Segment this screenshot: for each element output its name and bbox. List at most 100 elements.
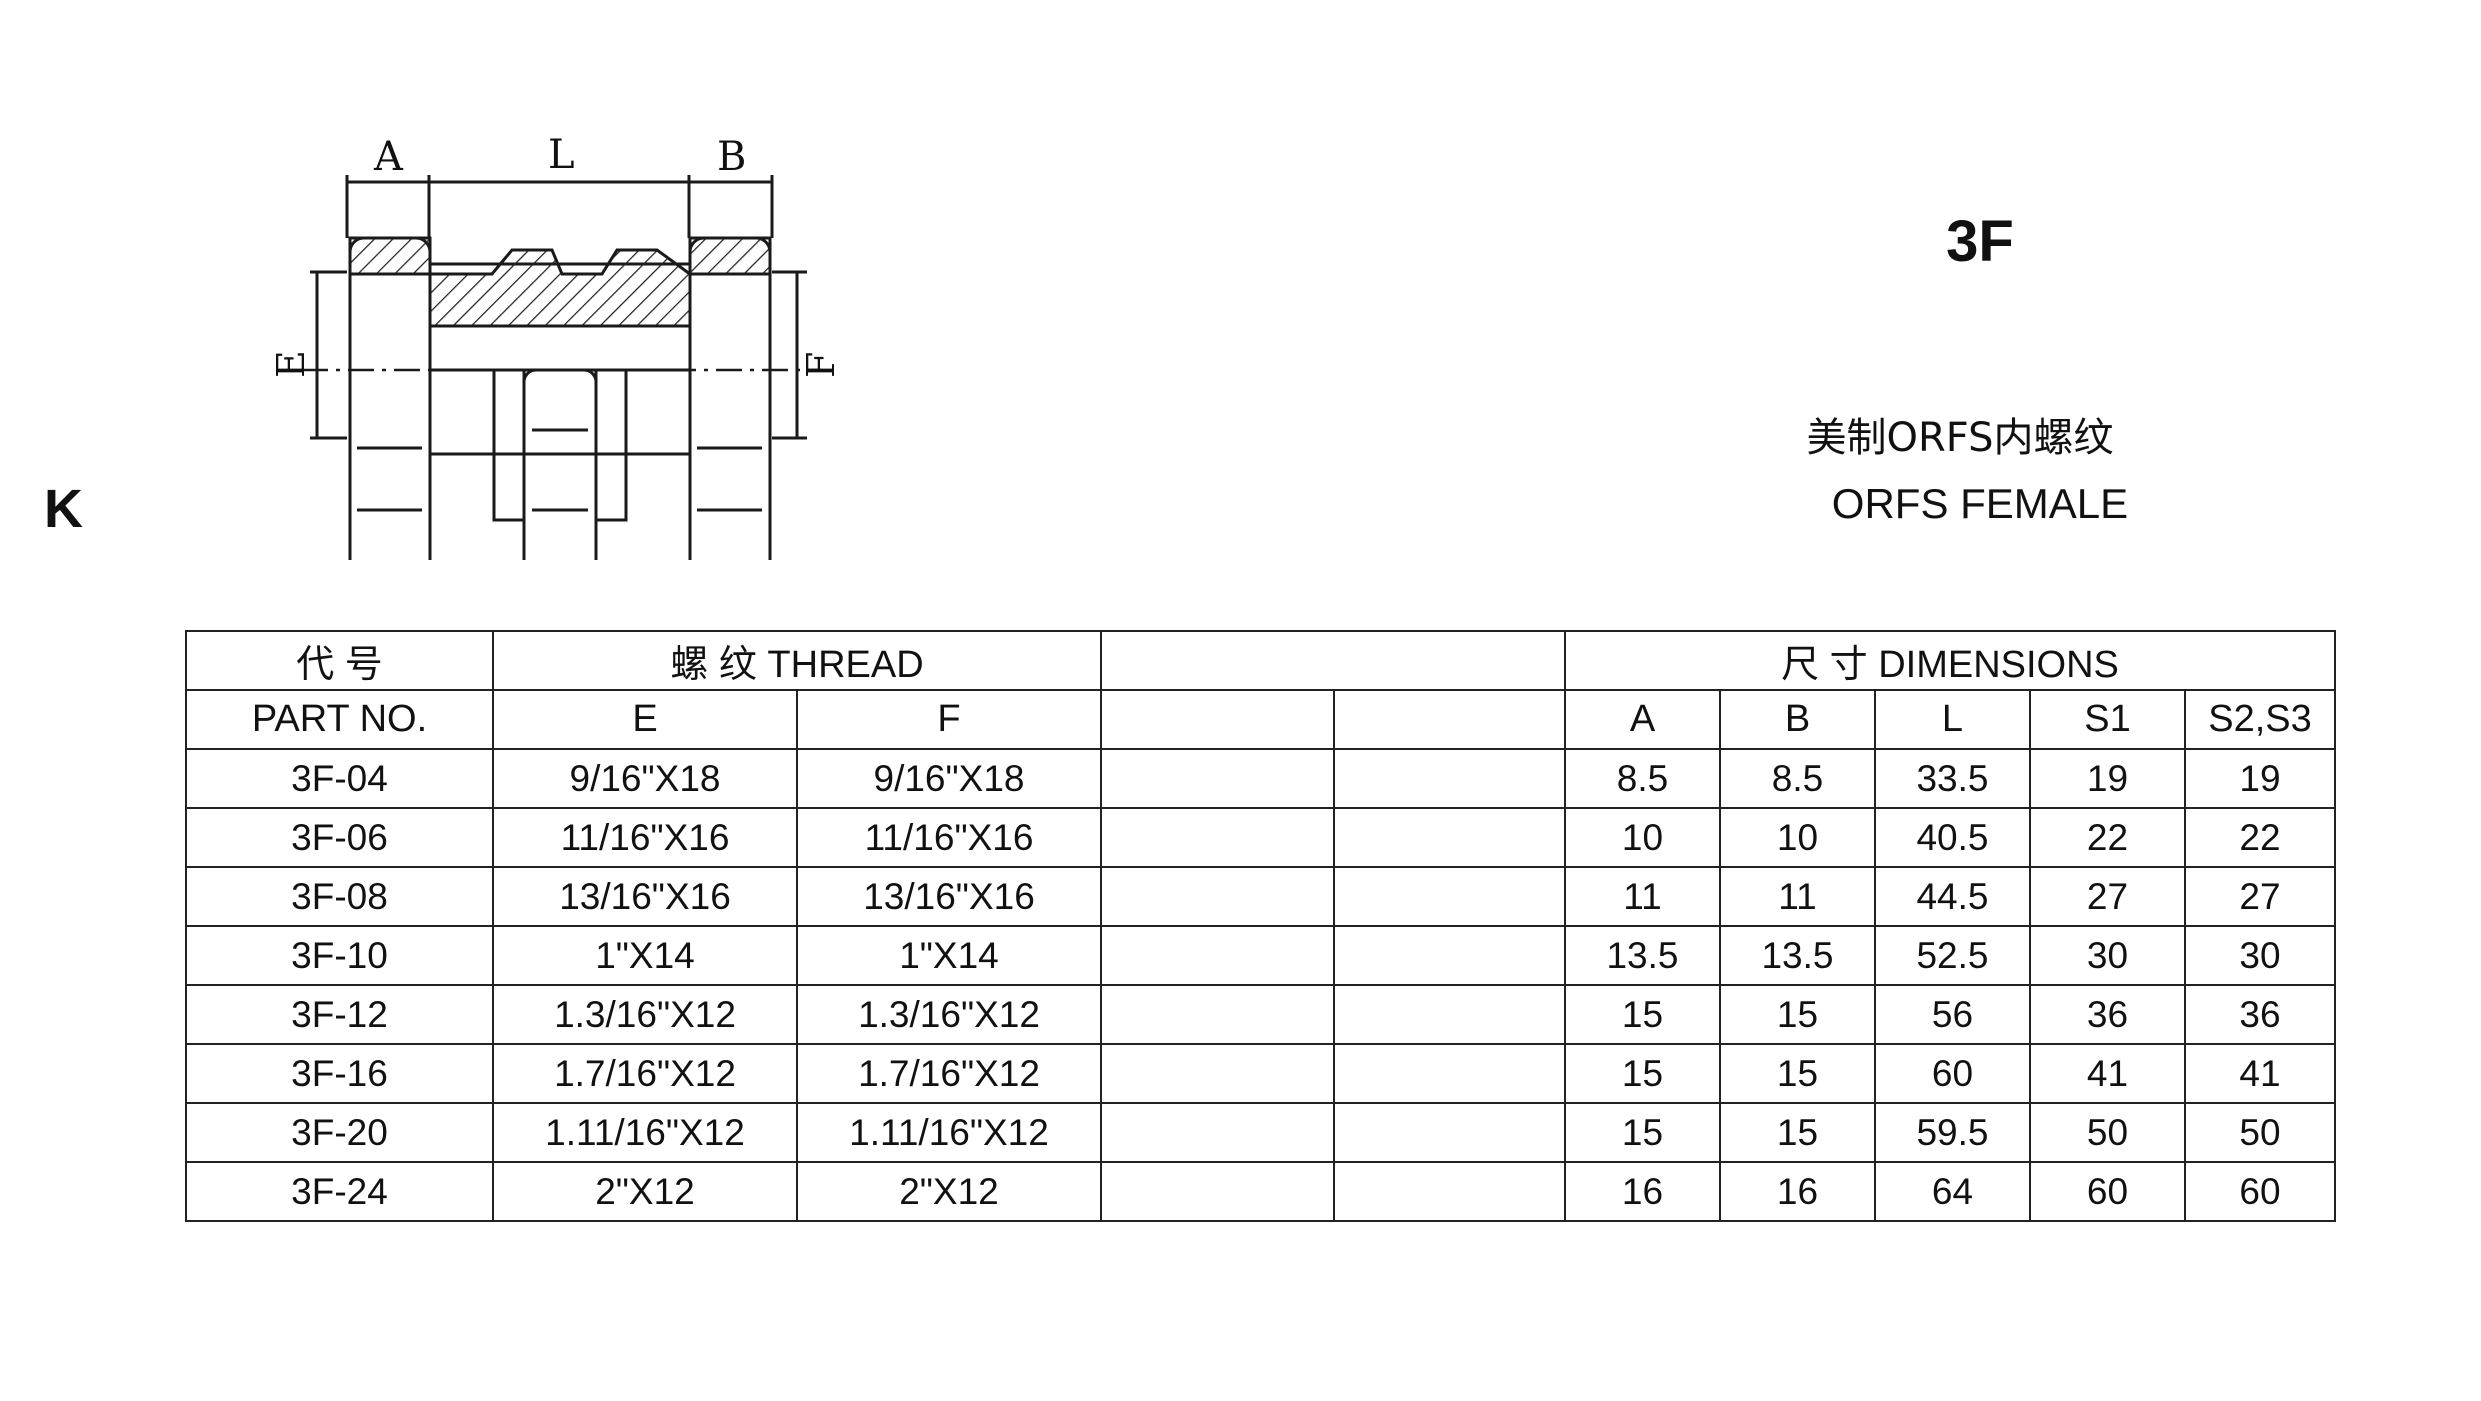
cell-thread-f: 1"X14 bbox=[796, 925, 1102, 986]
cell-blank-1 bbox=[1100, 748, 1335, 809]
col-header-a: A bbox=[1564, 689, 1721, 750]
cell-blank-2 bbox=[1333, 866, 1566, 927]
cell-thread-e: 1"X14 bbox=[492, 925, 798, 986]
cell-s2s3: 50 bbox=[2184, 1102, 2336, 1163]
cell-thread-e: 1.11/16"X12 bbox=[492, 1102, 798, 1163]
cell-thread-f: 9/16"X18 bbox=[796, 748, 1102, 809]
cell-part: 3F-06 bbox=[185, 807, 494, 868]
blank-header bbox=[1100, 630, 1566, 691]
cell-b: 10 bbox=[1719, 807, 1876, 868]
part-no-cn-header: 代 号 bbox=[185, 630, 494, 691]
thread-header: 螺 纹 THREAD bbox=[492, 630, 1102, 691]
cell-b: 11 bbox=[1719, 866, 1876, 927]
cell-a: 15 bbox=[1564, 984, 1721, 1045]
cell-l: 56 bbox=[1874, 984, 2031, 1045]
cell-a: 8.5 bbox=[1564, 748, 1721, 809]
specification-table: 代 号 螺 纹 THREAD 尺 寸 DIMENSIONS PART NO. E… bbox=[185, 630, 2336, 1222]
cell-blank-2 bbox=[1333, 984, 1566, 1045]
cell-s2s3: 30 bbox=[2184, 925, 2336, 986]
cell-l: 40.5 bbox=[1874, 807, 2031, 868]
cell-blank-1 bbox=[1100, 807, 1335, 868]
cell-s2s3: 27 bbox=[2184, 866, 2336, 927]
cell-blank-2 bbox=[1333, 807, 1566, 868]
col-header-e: E bbox=[492, 689, 798, 750]
model-code-title: 3F bbox=[1946, 209, 2014, 274]
cell-thread-e: 1.3/16"X12 bbox=[492, 984, 798, 1045]
cell-part: 3F-04 bbox=[185, 748, 494, 809]
cell-a: 15 bbox=[1564, 1102, 1721, 1163]
cell-part: 3F-16 bbox=[185, 1043, 494, 1104]
cell-part: 3F-10 bbox=[185, 925, 494, 986]
col-header-s1: S1 bbox=[2029, 689, 2186, 750]
cell-b: 16 bbox=[1719, 1161, 1876, 1222]
cell-blank-1 bbox=[1100, 984, 1335, 1045]
title-english: ORFS FEMALE bbox=[1831, 480, 2129, 527]
title-chinese: 美制ORFS内螺纹 bbox=[1806, 415, 2114, 461]
dimensions-header: 尺 寸 DIMENSIONS bbox=[1564, 630, 2336, 691]
cell-b: 13.5 bbox=[1719, 925, 1876, 986]
cell-a: 13.5 bbox=[1564, 925, 1721, 986]
dim-label-e: E bbox=[269, 350, 313, 378]
cell-blank-2 bbox=[1333, 1102, 1566, 1163]
cell-blank-1 bbox=[1100, 1102, 1335, 1163]
cell-blank-2 bbox=[1333, 925, 1566, 986]
dim-label-l: L bbox=[548, 132, 575, 178]
part-no-en-header: PART NO. bbox=[185, 689, 494, 750]
cell-thread-f: 11/16"X16 bbox=[796, 807, 1102, 868]
header-row-1: 代 号 螺 纹 THREAD 尺 寸 DIMENSIONS bbox=[185, 630, 2336, 691]
cell-blank-1 bbox=[1100, 1043, 1335, 1104]
cell-blank-2 bbox=[1333, 1161, 1566, 1222]
col-header-s2s3: S2,S3 bbox=[2184, 689, 2336, 750]
cell-a: 11 bbox=[1564, 866, 1721, 927]
header-row-2: PART NO. E F A B L S1 S2,S3 bbox=[185, 689, 2336, 750]
cell-thread-e: 13/16"X16 bbox=[492, 866, 798, 927]
cell-s2s3: 60 bbox=[2184, 1161, 2336, 1222]
cell-thread-e: 1.7/16"X12 bbox=[492, 1043, 798, 1104]
cell-s1: 60 bbox=[2029, 1161, 2186, 1222]
cell-l: 64 bbox=[1874, 1161, 2031, 1222]
cell-s1: 50 bbox=[2029, 1102, 2186, 1163]
cell-s2s3: 22 bbox=[2184, 807, 2336, 868]
cell-blank-2 bbox=[1333, 748, 1566, 809]
dim-label-b: B bbox=[717, 134, 746, 180]
col-header-l: L bbox=[1874, 689, 2031, 750]
cell-part: 3F-12 bbox=[185, 984, 494, 1045]
cell-thread-f: 13/16"X16 bbox=[796, 866, 1102, 927]
cell-l: 52.5 bbox=[1874, 925, 2031, 986]
blank-col-2 bbox=[1333, 689, 1566, 750]
cell-b: 15 bbox=[1719, 1043, 1876, 1104]
cell-s1: 41 bbox=[2029, 1043, 2186, 1104]
cell-b: 15 bbox=[1719, 1102, 1876, 1163]
cell-l: 44.5 bbox=[1874, 866, 2031, 927]
cell-b: 15 bbox=[1719, 984, 1876, 1045]
cell-s2s3: 41 bbox=[2184, 1043, 2336, 1104]
cell-s1: 30 bbox=[2029, 925, 2186, 986]
cell-a: 10 bbox=[1564, 807, 1721, 868]
cell-s1: 22 bbox=[2029, 807, 2186, 868]
blank-col-1 bbox=[1100, 689, 1335, 750]
cell-thread-f: 1.11/16"X12 bbox=[796, 1102, 1102, 1163]
cell-s1: 27 bbox=[2029, 866, 2186, 927]
cell-s2s3: 19 bbox=[2184, 748, 2336, 809]
cell-l: 60 bbox=[1874, 1043, 2031, 1104]
cell-thread-f: 1.3/16"X12 bbox=[796, 984, 1102, 1045]
cell-part: 3F-24 bbox=[185, 1161, 494, 1222]
cell-a: 16 bbox=[1564, 1161, 1721, 1222]
cell-part: 3F-20 bbox=[185, 1102, 494, 1163]
col-header-f: F bbox=[796, 689, 1102, 750]
cell-blank-2 bbox=[1333, 1043, 1566, 1104]
cell-a: 15 bbox=[1564, 1043, 1721, 1104]
cell-thread-e: 11/16"X16 bbox=[492, 807, 798, 868]
cell-s1: 19 bbox=[2029, 748, 2186, 809]
dim-label-a: A bbox=[373, 134, 404, 180]
cell-blank-1 bbox=[1100, 1161, 1335, 1222]
section-letter: K bbox=[44, 479, 83, 539]
cell-s1: 36 bbox=[2029, 984, 2186, 1045]
